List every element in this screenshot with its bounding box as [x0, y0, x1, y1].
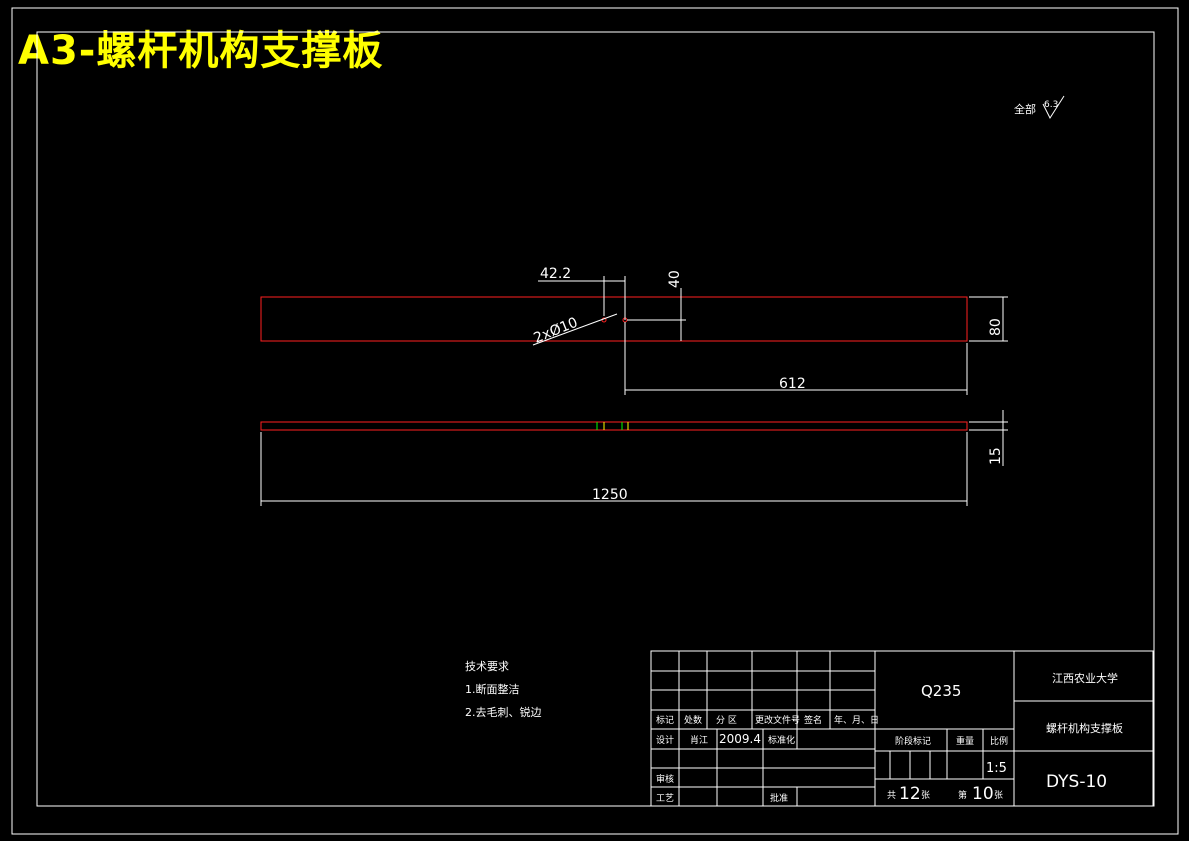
- inner-frame: [36, 31, 1155, 807]
- tb-head-sign: 签名: [804, 714, 822, 726]
- dim-612-text: 612: [779, 376, 806, 392]
- tb-total-num: 12: [899, 784, 921, 804]
- hole-callout-text: 2xØ10: [532, 315, 581, 347]
- dimension-80: [969, 296, 1008, 342]
- hole-leader: [532, 313, 618, 346]
- tb-sheet-suffix: 张: [994, 790, 1003, 801]
- tb-part-name: 螺杆机构支撑板: [1046, 721, 1123, 735]
- tb-head-date: 年、月、日: [834, 714, 879, 726]
- roughness-value: 6.3: [1044, 100, 1058, 110]
- plate-side-view: [260, 421, 968, 431]
- tb-scale-value: 1:5: [986, 761, 1007, 776]
- drawing-title: A3-螺杆机构支撑板: [18, 28, 384, 74]
- roughness-symbol: [1042, 95, 1065, 120]
- dim-42-2-text: 42.2: [540, 266, 571, 282]
- tb-head-mark: 标记: [656, 714, 674, 726]
- dim-15-text: 15: [988, 447, 1004, 465]
- tb-material: Q235: [921, 682, 961, 700]
- tb-sheet-num: 10: [972, 784, 994, 804]
- tb-sheet-prefix: 第: [958, 789, 967, 801]
- dimension-612: [624, 322, 968, 395]
- roughness-label: 全部: [1014, 102, 1036, 116]
- tb-total-prefix: 共: [887, 790, 896, 801]
- dimension-40: [627, 288, 686, 341]
- title-block-grid: [650, 650, 1154, 807]
- tb-process-label: 工艺: [656, 793, 674, 804]
- tb-stage-label: 阶段标记: [895, 735, 931, 747]
- side-view-hole-marks: [596, 422, 629, 430]
- tb-head-doc: 更改文件号: [755, 714, 800, 726]
- tech-heading: 技术要求: [465, 660, 509, 673]
- tb-date: 2009.4: [719, 732, 761, 746]
- tb-head-count: 处数: [684, 714, 702, 726]
- dimension-42-2: [538, 276, 626, 320]
- tb-university: 江西农业大学: [1052, 671, 1118, 685]
- tb-standard-label: 标准化: [768, 734, 795, 746]
- outer-frame: [11, 7, 1179, 835]
- dim-40-text: 40: [667, 270, 683, 288]
- technical-requirements: 技术要求 1.断面整洁 2.去毛刺、锐边: [465, 655, 542, 724]
- tb-designer: 肖江: [690, 734, 708, 746]
- dim-80-text: 80: [988, 318, 1004, 336]
- tb-head-zone: 分 区: [716, 715, 737, 726]
- tech-item-2: 2.去毛刺、锐边: [465, 706, 542, 719]
- tb-weight-label: 重量: [956, 735, 974, 747]
- tb-design-label: 设计: [656, 734, 674, 746]
- plate-top-view: [260, 296, 968, 342]
- tech-item-1: 1.断面整洁: [465, 683, 520, 696]
- dimension-15: [969, 410, 1008, 466]
- tb-total-suffix: 张: [921, 790, 930, 801]
- dim-1250-text: 1250: [592, 487, 628, 503]
- tb-approve-label: 批准: [770, 792, 788, 804]
- tb-drawing-no: DYS-10: [1046, 772, 1107, 792]
- tb-review-label: 审核: [656, 773, 674, 785]
- tb-scale-label: 比例: [990, 735, 1008, 747]
- dimension-1250: [260, 432, 968, 506]
